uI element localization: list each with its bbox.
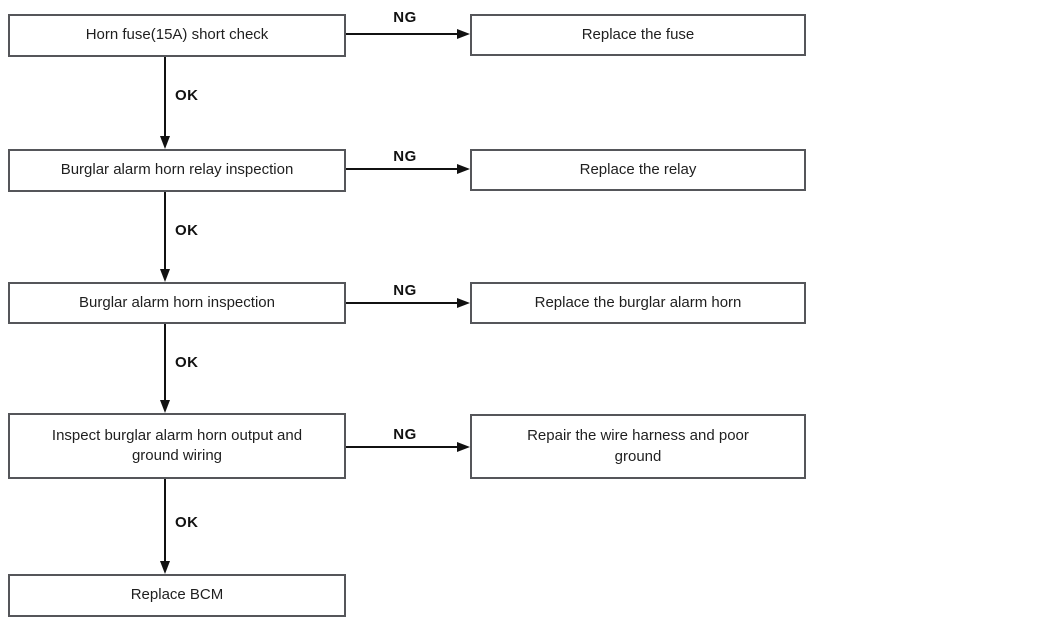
arrowhead-right-icon [457,441,470,452]
check-box-horn-inspection: Burglar alarm horn inspection [8,282,346,324]
connector-ok-1-line [164,57,166,138]
arrowhead-right-icon [457,297,470,308]
arrowhead-down-icon [159,400,170,413]
check-box-label: Burglar alarm horn inspection [79,293,275,311]
check-box-label: Inspect burglar alarm horn output and gr… [51,426,303,464]
ok-label: OK [175,222,199,239]
arrowhead-down-icon [159,561,170,574]
check-box-horn-fuse: Horn fuse(15A) short check [8,14,346,57]
action-box-replace-horn: Replace the burglar alarm horn [470,282,806,324]
connector-ng-2-line [346,168,458,170]
arrowhead-right-icon [457,28,470,39]
action-box-label: Replace the burglar alarm horn [534,293,742,311]
check-box-horn-relay-inspection: Burglar alarm horn relay inspection [8,149,346,192]
action-box-replace-fuse: Replace the fuse [470,14,806,56]
ok-label: OK [175,514,199,531]
arrowhead-down-icon [159,136,170,149]
ng-label: NG [393,426,417,443]
connector-ng-4-line [346,446,458,448]
check-box-label: Burglar alarm horn relay inspection [60,161,294,179]
action-box-label: Repair the wire harness and poor ground [527,427,749,465]
action-box-label: Replace the relay [579,160,697,178]
check-box-label: Horn fuse(15A) short check [85,26,269,44]
connector-ok-4-line [164,479,166,563]
action-box-repair-harness: Repair the wire harness and poor ground [470,414,806,479]
connector-ok-2-line [164,192,166,271]
connector-ng-3-line [346,302,458,304]
ng-label: NG [393,148,417,165]
ok-label: OK [175,354,199,371]
final-box-label: Replace BCM [130,586,224,604]
action-box-replace-relay: Replace the relay [470,149,806,191]
ok-label: OK [175,87,199,104]
ng-label: NG [393,9,417,26]
connector-ng-1-line [346,33,458,35]
final-box-replace-bcm: Replace BCM [8,574,346,617]
arrowhead-right-icon [457,163,470,174]
check-box-output-ground-wiring: Inspect burglar alarm horn output and gr… [8,413,346,479]
connector-ok-3-line [164,324,166,402]
ng-label: NG [393,282,417,299]
arrowhead-down-icon [159,269,170,282]
action-box-label: Replace the fuse [581,25,695,43]
